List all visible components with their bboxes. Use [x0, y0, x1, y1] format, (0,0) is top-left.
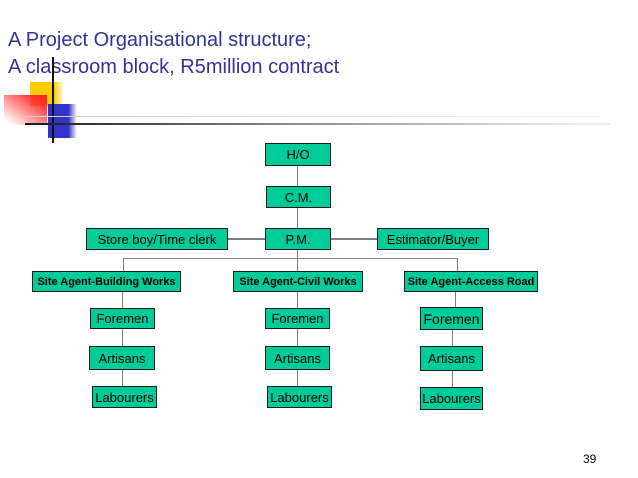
connector-drop-agent2 [297, 258, 298, 271]
node-foremen-civil-works: Foremen [265, 308, 330, 329]
node-site-agent-access-road: Site Agent-Access Road [404, 271, 538, 292]
decoration-red-square [4, 95, 47, 125]
connector-agent3-foremen [455, 292, 456, 307]
connector-drop-agent1 [123, 258, 124, 271]
slide-title: A Project Organisational structure; A cl… [8, 27, 339, 81]
connector-artisans1-labourers [122, 370, 123, 386]
connector-drop-agent3 [457, 258, 458, 271]
connector-foremen3-artisans [452, 330, 453, 346]
connector-ho-cm [297, 166, 298, 186]
connector-store-pm [228, 238, 265, 240]
node-pm: P.M. [265, 228, 331, 250]
node-foremen-building-works: Foremen [90, 308, 155, 329]
node-labourers-civil-works: Labourers [267, 386, 332, 408]
connector-foremen2-artisans [297, 329, 298, 346]
title-line-2: A classroom block, R5million contract [8, 56, 340, 78]
node-artisans-civil-works: Artisans [265, 346, 330, 370]
node-labourers-building-works: Labourers [92, 386, 157, 408]
node-site-agent-building-works: Site Agent-Building Works [32, 271, 181, 292]
node-artisans-access-road: Artisans [420, 346, 483, 371]
page-number: 39 [583, 452, 597, 466]
node-estimator-buyer: Estimator/Buyer [377, 228, 489, 250]
decoration-vertical-bar [52, 57, 54, 143]
connector-pm-drop [297, 250, 298, 258]
node-labourers-access-road: Labourers [420, 387, 483, 410]
node-site-agent-civil-works: Site Agent-Civil Works [233, 271, 363, 292]
connector-agent2-foremen [297, 292, 298, 308]
connector-cm-pm [297, 208, 298, 228]
connector-foremen1-artisans [122, 329, 123, 346]
title-line-1: A Project Organisational structure; [8, 29, 312, 51]
connector-artisans3-labourers [452, 371, 453, 387]
node-foremen-access-road: Foremen [420, 307, 483, 330]
connector-artisans2-labourers [297, 370, 298, 386]
connector-pm-estimator [331, 238, 377, 240]
decoration-horizontal-rule [25, 123, 610, 125]
connector-agent1-foremen [122, 292, 123, 308]
node-store-boy-time-clerk: Store boy/Time clerk [86, 228, 228, 250]
node-cm: C.M. [266, 186, 331, 208]
node-artisans-building-works: Artisans [89, 346, 155, 370]
connector-agents-horizontal [123, 258, 458, 259]
node-ho: H/O [265, 143, 331, 166]
decoration-faint-rule [25, 116, 600, 117]
